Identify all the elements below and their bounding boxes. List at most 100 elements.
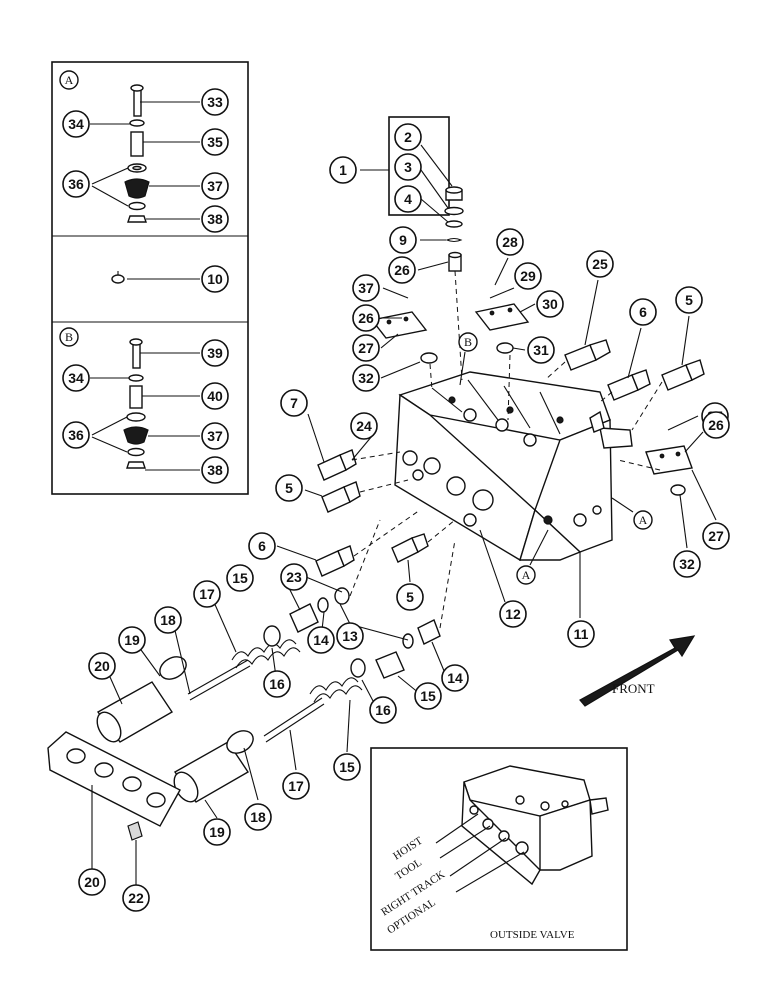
callout-28: 28: [496, 228, 524, 256]
callout-circle: [263, 670, 291, 698]
relief-stack-parts: [388, 116, 464, 381]
callout-circle: [88, 652, 116, 680]
callout-number: 38: [207, 462, 223, 478]
callout-circle: [389, 226, 417, 254]
callout-number: 32: [679, 556, 695, 572]
callout-circle: [62, 170, 90, 198]
callout-circle: [702, 522, 730, 550]
callout-number: 37: [207, 428, 223, 444]
callout-number: 37: [207, 178, 223, 194]
callout-22: 22: [122, 884, 150, 912]
callout-number: 4: [404, 191, 412, 207]
callout-34: 34: [62, 110, 90, 138]
callout-number: 14: [447, 670, 463, 686]
callout-15: 15: [414, 682, 442, 710]
callout-number: 15: [232, 570, 248, 586]
callout-circle: [352, 364, 380, 392]
callout-40: 40: [201, 382, 229, 410]
svg-text:A: A: [639, 513, 648, 527]
svg-text:A: A: [65, 73, 74, 87]
callout-5: 5: [275, 474, 303, 502]
callout-5: 5: [396, 583, 424, 611]
svg-text:A: A: [522, 568, 531, 582]
callout-number: 13: [342, 628, 358, 644]
callout-number: 15: [339, 759, 355, 775]
callout-circle: [496, 228, 524, 256]
callout-6: 6: [629, 298, 657, 326]
outside-valve-title: OUTSIDE VALVE: [490, 929, 575, 941]
callout-circle: [514, 262, 542, 290]
callout-circle: [201, 382, 229, 410]
detail-tag-a-right: A: [611, 497, 653, 530]
callout-7: 7: [280, 389, 308, 417]
callout-number: 38: [207, 211, 223, 227]
callout-circle: [394, 123, 422, 151]
callout-number: 2: [404, 129, 412, 145]
callout-circle: [201, 172, 229, 200]
callout-circle: [248, 532, 276, 560]
callout-24: 24: [350, 412, 378, 440]
callout-17: 17: [193, 580, 221, 608]
valve-section-hoist: HOIST: [391, 835, 425, 863]
callout-9: 9: [389, 226, 417, 254]
callout-19: 19: [118, 626, 146, 654]
callout-circle: [567, 620, 595, 648]
callout-circle: [201, 422, 229, 450]
callout-circle: [154, 606, 182, 634]
callout-36: 36: [62, 421, 90, 449]
front-arrow: FRONT: [579, 635, 696, 707]
callout-number: 35: [207, 134, 223, 150]
callout-circle: [369, 696, 397, 724]
callout-circle: [675, 286, 703, 314]
callout-number: 30: [542, 296, 558, 312]
callout-circle: [396, 583, 424, 611]
callout-circle: [329, 156, 357, 184]
callout-number: 20: [94, 658, 110, 674]
callout-circle: [586, 250, 614, 278]
callout-32: 32: [673, 550, 701, 578]
callout-number: 27: [708, 528, 724, 544]
callout-5: 5: [675, 286, 703, 314]
callout-circle: [193, 580, 221, 608]
callout-number: 9: [399, 232, 407, 248]
callout-18: 18: [244, 803, 272, 831]
callout-1: 1: [329, 156, 357, 184]
callout-number: 19: [209, 824, 225, 840]
inset-b-tag: B: [59, 327, 79, 347]
callout-number: 40: [207, 388, 223, 404]
callout-circle: [394, 185, 422, 213]
callout-circle: [62, 364, 90, 392]
inset-a-tag: A: [59, 70, 79, 90]
callout-number: 19: [124, 632, 140, 648]
callout-number: 23: [286, 569, 302, 585]
callout-number: 36: [68, 427, 84, 443]
callout-37: 37: [352, 274, 380, 302]
callout-14: 14: [307, 626, 335, 654]
callout-33: 33: [201, 88, 229, 116]
callout-circle: [350, 412, 378, 440]
callout-circle: [282, 772, 310, 800]
outside-valve-inset: HOIST TOOL RIGHT TRACK OPTIONAL OUTSIDE …: [370, 747, 628, 951]
svg-text:B: B: [464, 335, 472, 349]
callout-circle: [336, 622, 364, 650]
callout-number: 22: [128, 890, 144, 906]
callout-11: 11: [567, 620, 595, 648]
callout-circle: [280, 389, 308, 417]
callout-number: 16: [269, 676, 285, 692]
callout-number: 10: [207, 271, 223, 287]
callout-number: 37: [358, 280, 374, 296]
callout-circle: [62, 110, 90, 138]
callout-18: 18: [154, 606, 182, 634]
cover-plates: [370, 303, 693, 496]
callout-10: 10: [201, 265, 229, 293]
svg-text:B: B: [65, 330, 73, 344]
callout-number: 17: [288, 778, 304, 794]
front-label: FRONT: [612, 681, 655, 696]
inset-panel: A B: [51, 61, 249, 495]
callout-circle: [352, 334, 380, 362]
callout-15: 15: [226, 564, 254, 592]
callout-number: 33: [207, 94, 223, 110]
callout-circle: [201, 88, 229, 116]
callout-4: 4: [394, 185, 422, 213]
